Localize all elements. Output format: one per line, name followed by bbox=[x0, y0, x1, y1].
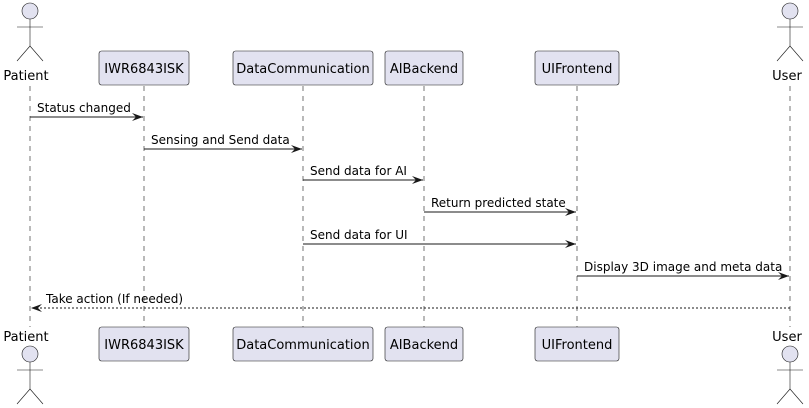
participant-rect bbox=[232, 50, 374, 86]
actor-head bbox=[21, 2, 39, 20]
message-label: Display 3D image and meta data bbox=[584, 260, 782, 274]
participant-box-uifrontend-bottom[interactable]: UIFrontend bbox=[534, 326, 620, 362]
message-label: Take action (If needed) bbox=[45, 292, 183, 306]
arrowhead-icon bbox=[565, 208, 576, 216]
actor-leg-left bbox=[16, 388, 31, 405]
participant-rect bbox=[98, 326, 190, 362]
participant-box-uifrontend-top[interactable]: UIFrontend bbox=[534, 50, 620, 86]
participant-box-datacomm-top[interactable]: DataCommunication bbox=[232, 50, 374, 86]
arrowhead-icon bbox=[565, 240, 576, 248]
actor-icon-patient-top bbox=[16, 2, 44, 62]
message-label: Sensing and Send data bbox=[151, 133, 290, 147]
message-label: Status changed bbox=[37, 101, 131, 115]
participant-label: AIBackend bbox=[390, 62, 458, 77]
arrowhead-icon bbox=[778, 272, 789, 280]
arrowhead-icon bbox=[31, 304, 42, 312]
actor-head bbox=[781, 345, 799, 363]
participant-rect bbox=[98, 50, 190, 86]
actor-leg-left bbox=[776, 45, 791, 62]
participant-box-iwr-top[interactable]: IWR6843ISK bbox=[98, 50, 190, 86]
participant-rect bbox=[384, 50, 464, 86]
participant-rect bbox=[534, 326, 620, 362]
actor-leg-right bbox=[789, 388, 804, 405]
message-5[interactable]: Send data for UI bbox=[303, 228, 576, 248]
actor-label-patient-top[interactable]: Patient bbox=[3, 69, 48, 84]
actor-leg-right bbox=[29, 388, 44, 405]
actor-icon-user-bottom bbox=[776, 345, 804, 405]
message-label: Return predicted state bbox=[431, 196, 566, 210]
participant-label: IWR6843ISK bbox=[104, 62, 184, 77]
lifelines bbox=[29, 86, 791, 327]
actor-leg-left bbox=[16, 45, 31, 62]
participant-box-iwr-bottom[interactable]: IWR6843ISK bbox=[98, 326, 190, 362]
participant-box-datacomm-bottom[interactable]: DataCommunication bbox=[232, 326, 374, 362]
participant-label: DataCommunication bbox=[236, 62, 370, 77]
arrowhead-icon bbox=[291, 145, 302, 153]
participants: PatientPatientIWR6843ISKIWR6843ISKDataCo… bbox=[3, 2, 804, 405]
participant-rect bbox=[384, 326, 464, 362]
arrowhead-icon bbox=[132, 113, 143, 121]
actor-leg-left bbox=[776, 388, 791, 405]
actor-label-user-bottom[interactable]: User bbox=[772, 330, 802, 345]
actor-head bbox=[781, 2, 799, 20]
message-label: Send data for UI bbox=[310, 228, 408, 242]
message-4[interactable]: Return predicted state bbox=[424, 196, 576, 216]
participant-label: IWR6843ISK bbox=[104, 338, 184, 353]
actor-icon-patient-bottom bbox=[16, 345, 44, 405]
actor-leg-right bbox=[29, 45, 44, 62]
participant-rect bbox=[232, 326, 374, 362]
message-2[interactable]: Sensing and Send data bbox=[144, 133, 302, 153]
actor-icon-user-top bbox=[776, 2, 804, 62]
participant-box-aibackend-bottom[interactable]: AIBackend bbox=[384, 326, 464, 362]
message-1[interactable]: Status changed bbox=[30, 101, 143, 121]
actor-head bbox=[21, 345, 39, 363]
participant-label: AIBackend bbox=[390, 338, 458, 353]
message-7[interactable]: Take action (If needed) bbox=[31, 292, 790, 312]
actor-leg-right bbox=[789, 45, 804, 62]
message-6[interactable]: Display 3D image and meta data bbox=[577, 260, 789, 280]
actor-label-patient-bottom[interactable]: Patient bbox=[3, 330, 48, 345]
message-3[interactable]: Send data for AI bbox=[303, 164, 423, 184]
message-label: Send data for AI bbox=[310, 164, 407, 178]
participant-label: UIFrontend bbox=[542, 338, 613, 353]
participant-rect bbox=[534, 50, 620, 86]
participant-label: UIFrontend bbox=[542, 62, 613, 77]
arrowhead-icon bbox=[412, 176, 423, 184]
participant-box-aibackend-top[interactable]: AIBackend bbox=[384, 50, 464, 86]
participant-label: DataCommunication bbox=[236, 338, 370, 353]
actor-label-user-top[interactable]: User bbox=[772, 69, 802, 84]
